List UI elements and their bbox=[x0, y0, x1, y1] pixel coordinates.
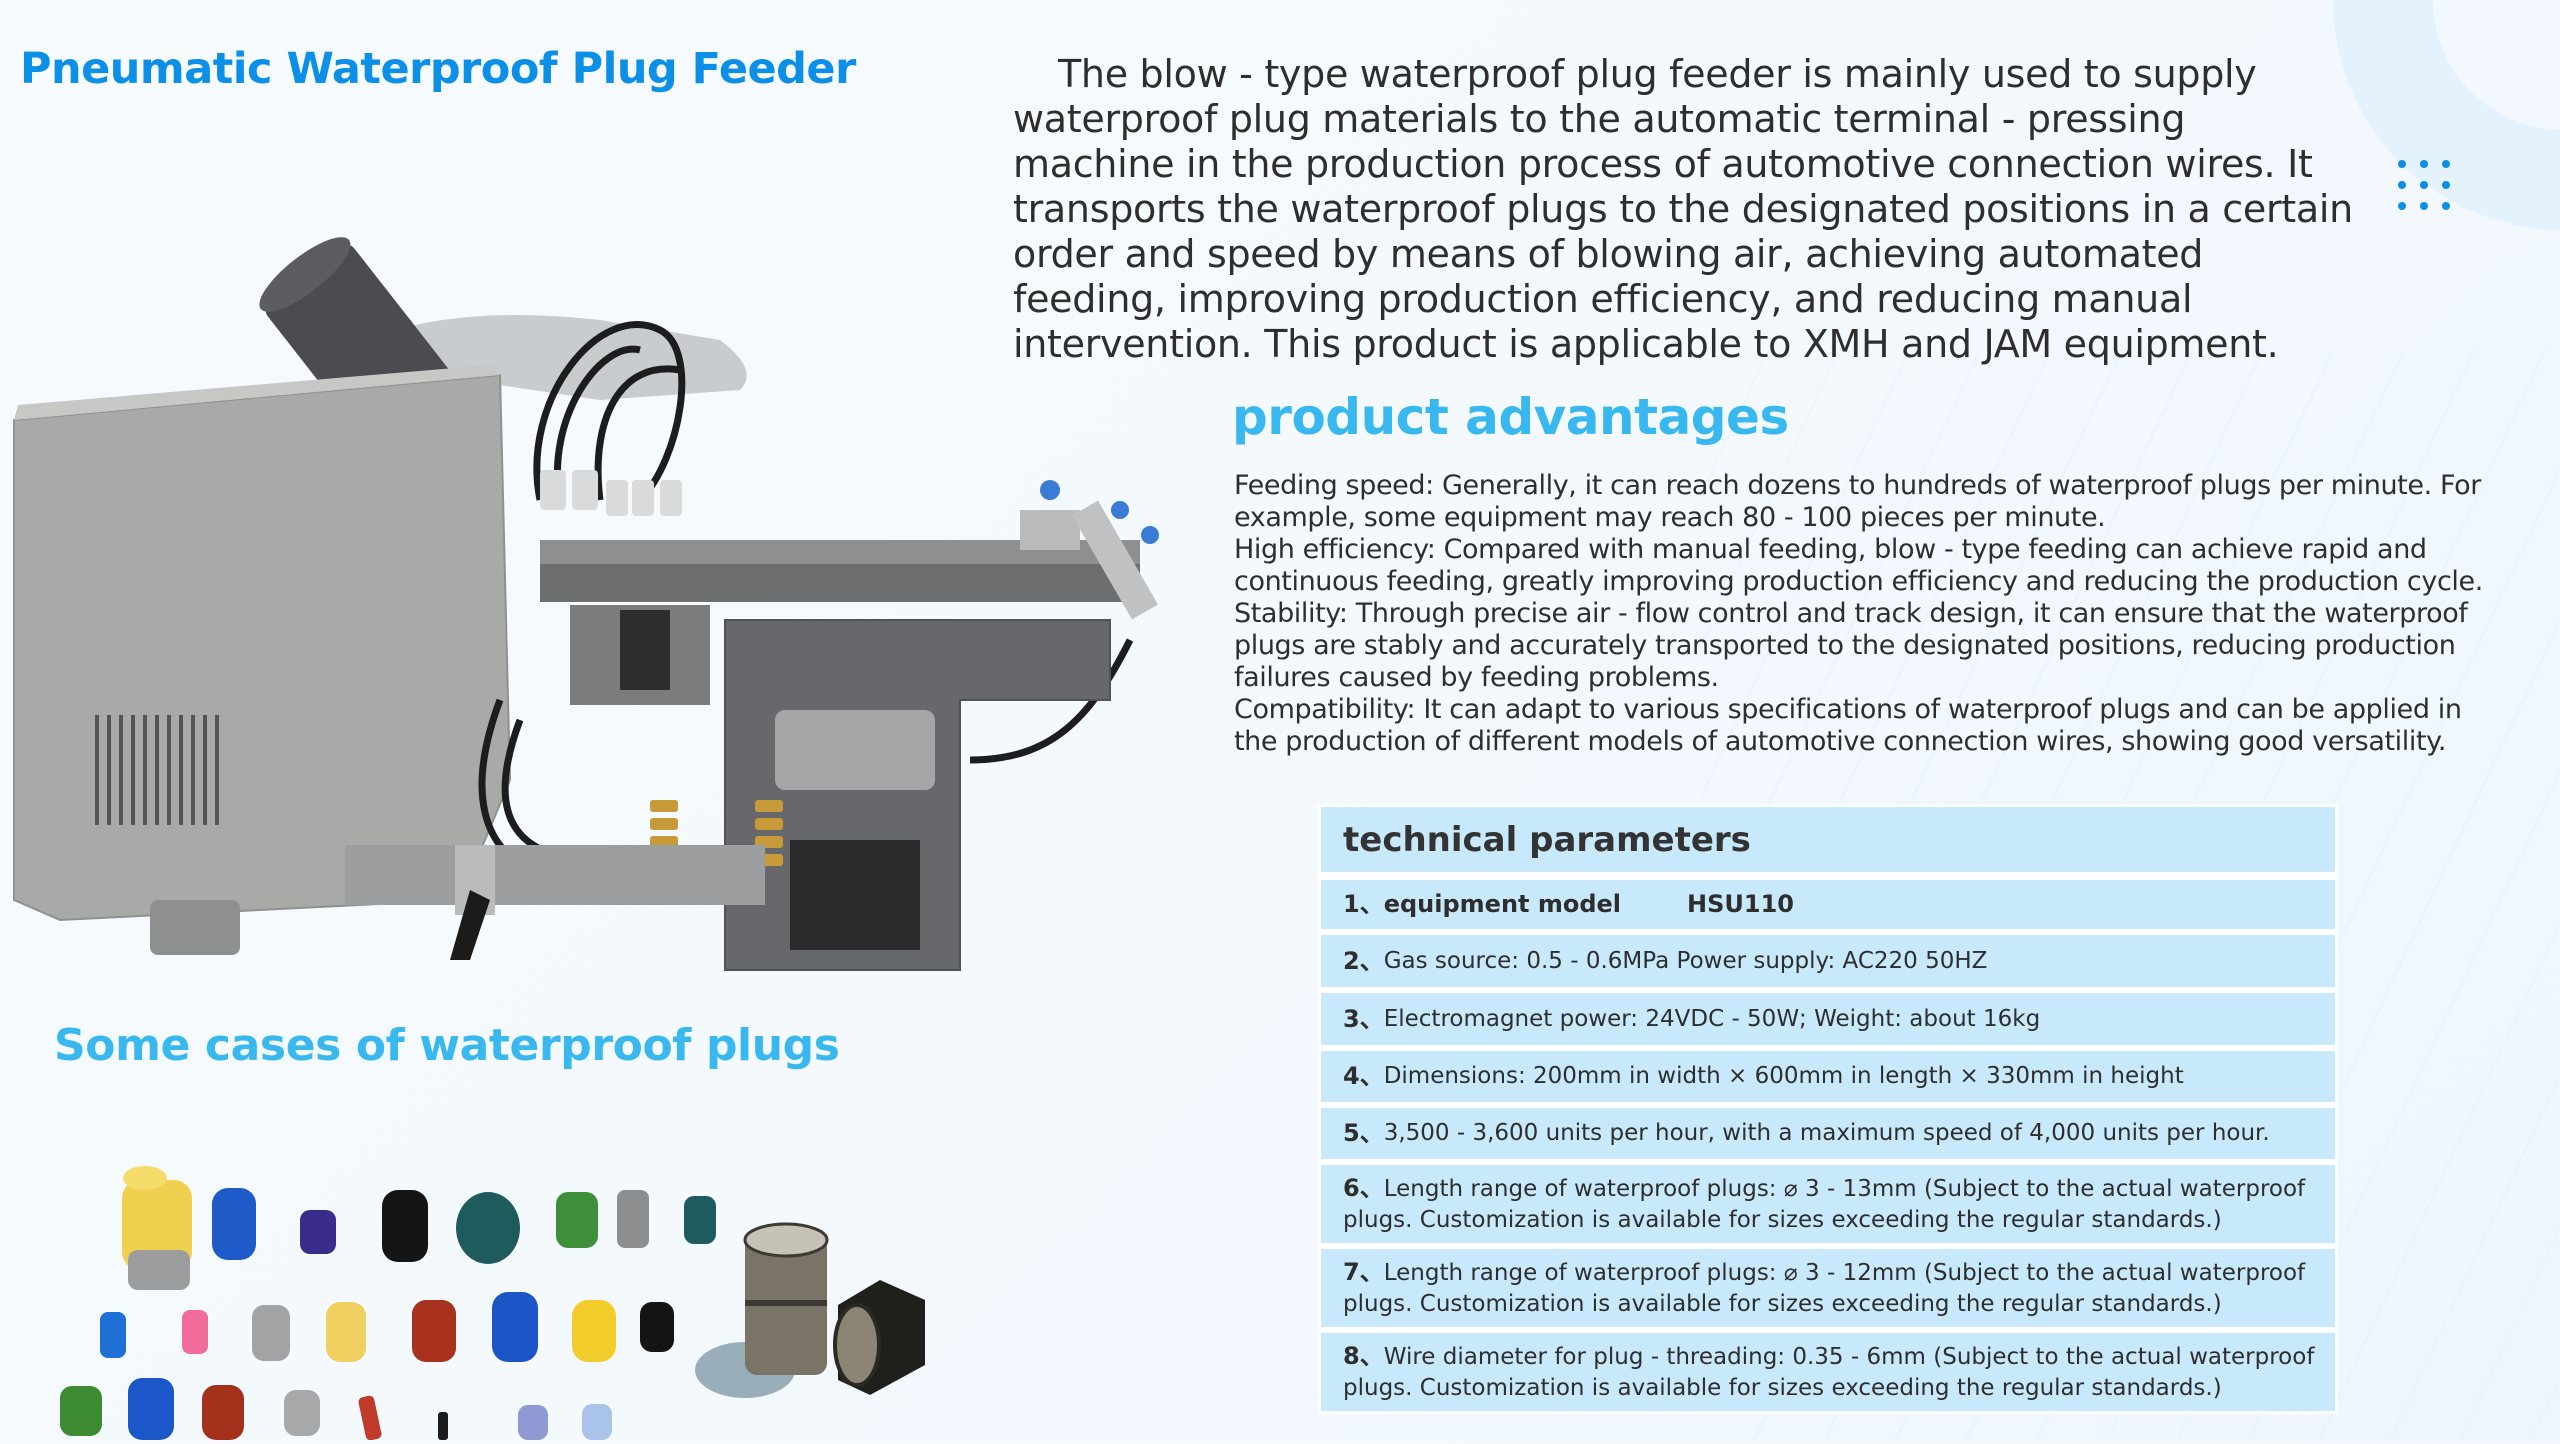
row-text: Electromagnet power: 24VDC - 50W; Weight… bbox=[1383, 1005, 2041, 1032]
intro-paragraph: The blow - type waterproof plug feeder i… bbox=[1013, 52, 2353, 366]
advantage-feeding-speed: Feeding speed: Generally, it can reach d… bbox=[1234, 470, 2481, 533]
machine-image bbox=[0, 190, 1200, 990]
table-row: 2、 Gas source: 0.5 - 0.6MPa Power supply… bbox=[1321, 935, 2335, 987]
row-content: 7、Length range of waterproof plugs: ⌀ 3 … bbox=[1343, 1257, 2315, 1320]
row-number: 2、 bbox=[1343, 946, 1384, 975]
row-number: 1、 bbox=[1343, 890, 1384, 918]
plugs-image bbox=[40, 1150, 960, 1441]
table-row: 6、Length range of waterproof plugs: ⌀ 3 … bbox=[1321, 1165, 2335, 1243]
row-text: Wire diameter for plug - threading: 0.35… bbox=[1343, 1344, 2315, 1401]
advantages-heading: product advantages bbox=[1232, 388, 1789, 446]
advantages-list: Feeding speed: Generally, it can reach d… bbox=[1234, 470, 2484, 758]
row-number: 7、 bbox=[1343, 1258, 1384, 1286]
table-row: 3、 Electromagnet power: 24VDC - 50W; Wei… bbox=[1321, 993, 2335, 1045]
row-number: 8、 bbox=[1343, 1342, 1384, 1370]
row-number: 5、 bbox=[1343, 1119, 1384, 1147]
table-row: 1、 equipment model HSU110 bbox=[1321, 880, 2335, 929]
table-row: 5、 3,500 - 3,600 units per hour, with a … bbox=[1321, 1108, 2335, 1159]
table-row: 7、Length range of waterproof plugs: ⌀ 3 … bbox=[1321, 1249, 2335, 1327]
table-row: 4、 Dimensions: 200mm in width × 600mm in… bbox=[1321, 1051, 2335, 1102]
row-number: 4、 bbox=[1343, 1062, 1384, 1090]
table-row: 8、Wire diameter for plug - threading: 0.… bbox=[1321, 1333, 2335, 1411]
equipment-model-value: HSU110 bbox=[1687, 890, 1794, 918]
dot-grid-icon bbox=[2398, 160, 2458, 216]
cases-heading: Some cases of waterproof plugs bbox=[54, 1020, 840, 1071]
table-header: technical parameters bbox=[1321, 807, 2335, 872]
row-text: Length range of waterproof plugs: ⌀ 3 - … bbox=[1343, 1260, 2306, 1317]
advantage-compatibility: Compatibility: It can adapt to various s… bbox=[1234, 694, 2462, 757]
row-text: Gas source: 0.5 - 0.6MPa Power supply: A… bbox=[1383, 947, 1988, 974]
row-text: Length range of waterproof plugs: ⌀ 3 - … bbox=[1343, 1176, 2306, 1233]
row-number: 6、 bbox=[1343, 1174, 1384, 1202]
row-text: 3,500 - 3,600 units per hour, with a max… bbox=[1383, 1120, 2270, 1146]
page-title: Pneumatic Waterproof Plug Feeder bbox=[20, 44, 856, 94]
row-text: Dimensions: 200mm in width × 600mm in le… bbox=[1383, 1063, 2184, 1089]
row-content: 6、Length range of waterproof plugs: ⌀ 3 … bbox=[1343, 1173, 2315, 1236]
technical-parameters-table: technical parameters 1、 equipment model … bbox=[1318, 804, 2338, 1414]
row-content: 8、Wire diameter for plug - threading: 0.… bbox=[1343, 1341, 2315, 1404]
advantage-stability: Stability: Through precise air - flow co… bbox=[1234, 598, 2468, 693]
row-number: 3、 bbox=[1343, 1004, 1384, 1033]
advantage-high-efficiency: High efficiency: Compared with manual fe… bbox=[1234, 534, 2483, 597]
row-label: equipment model bbox=[1383, 890, 1622, 918]
